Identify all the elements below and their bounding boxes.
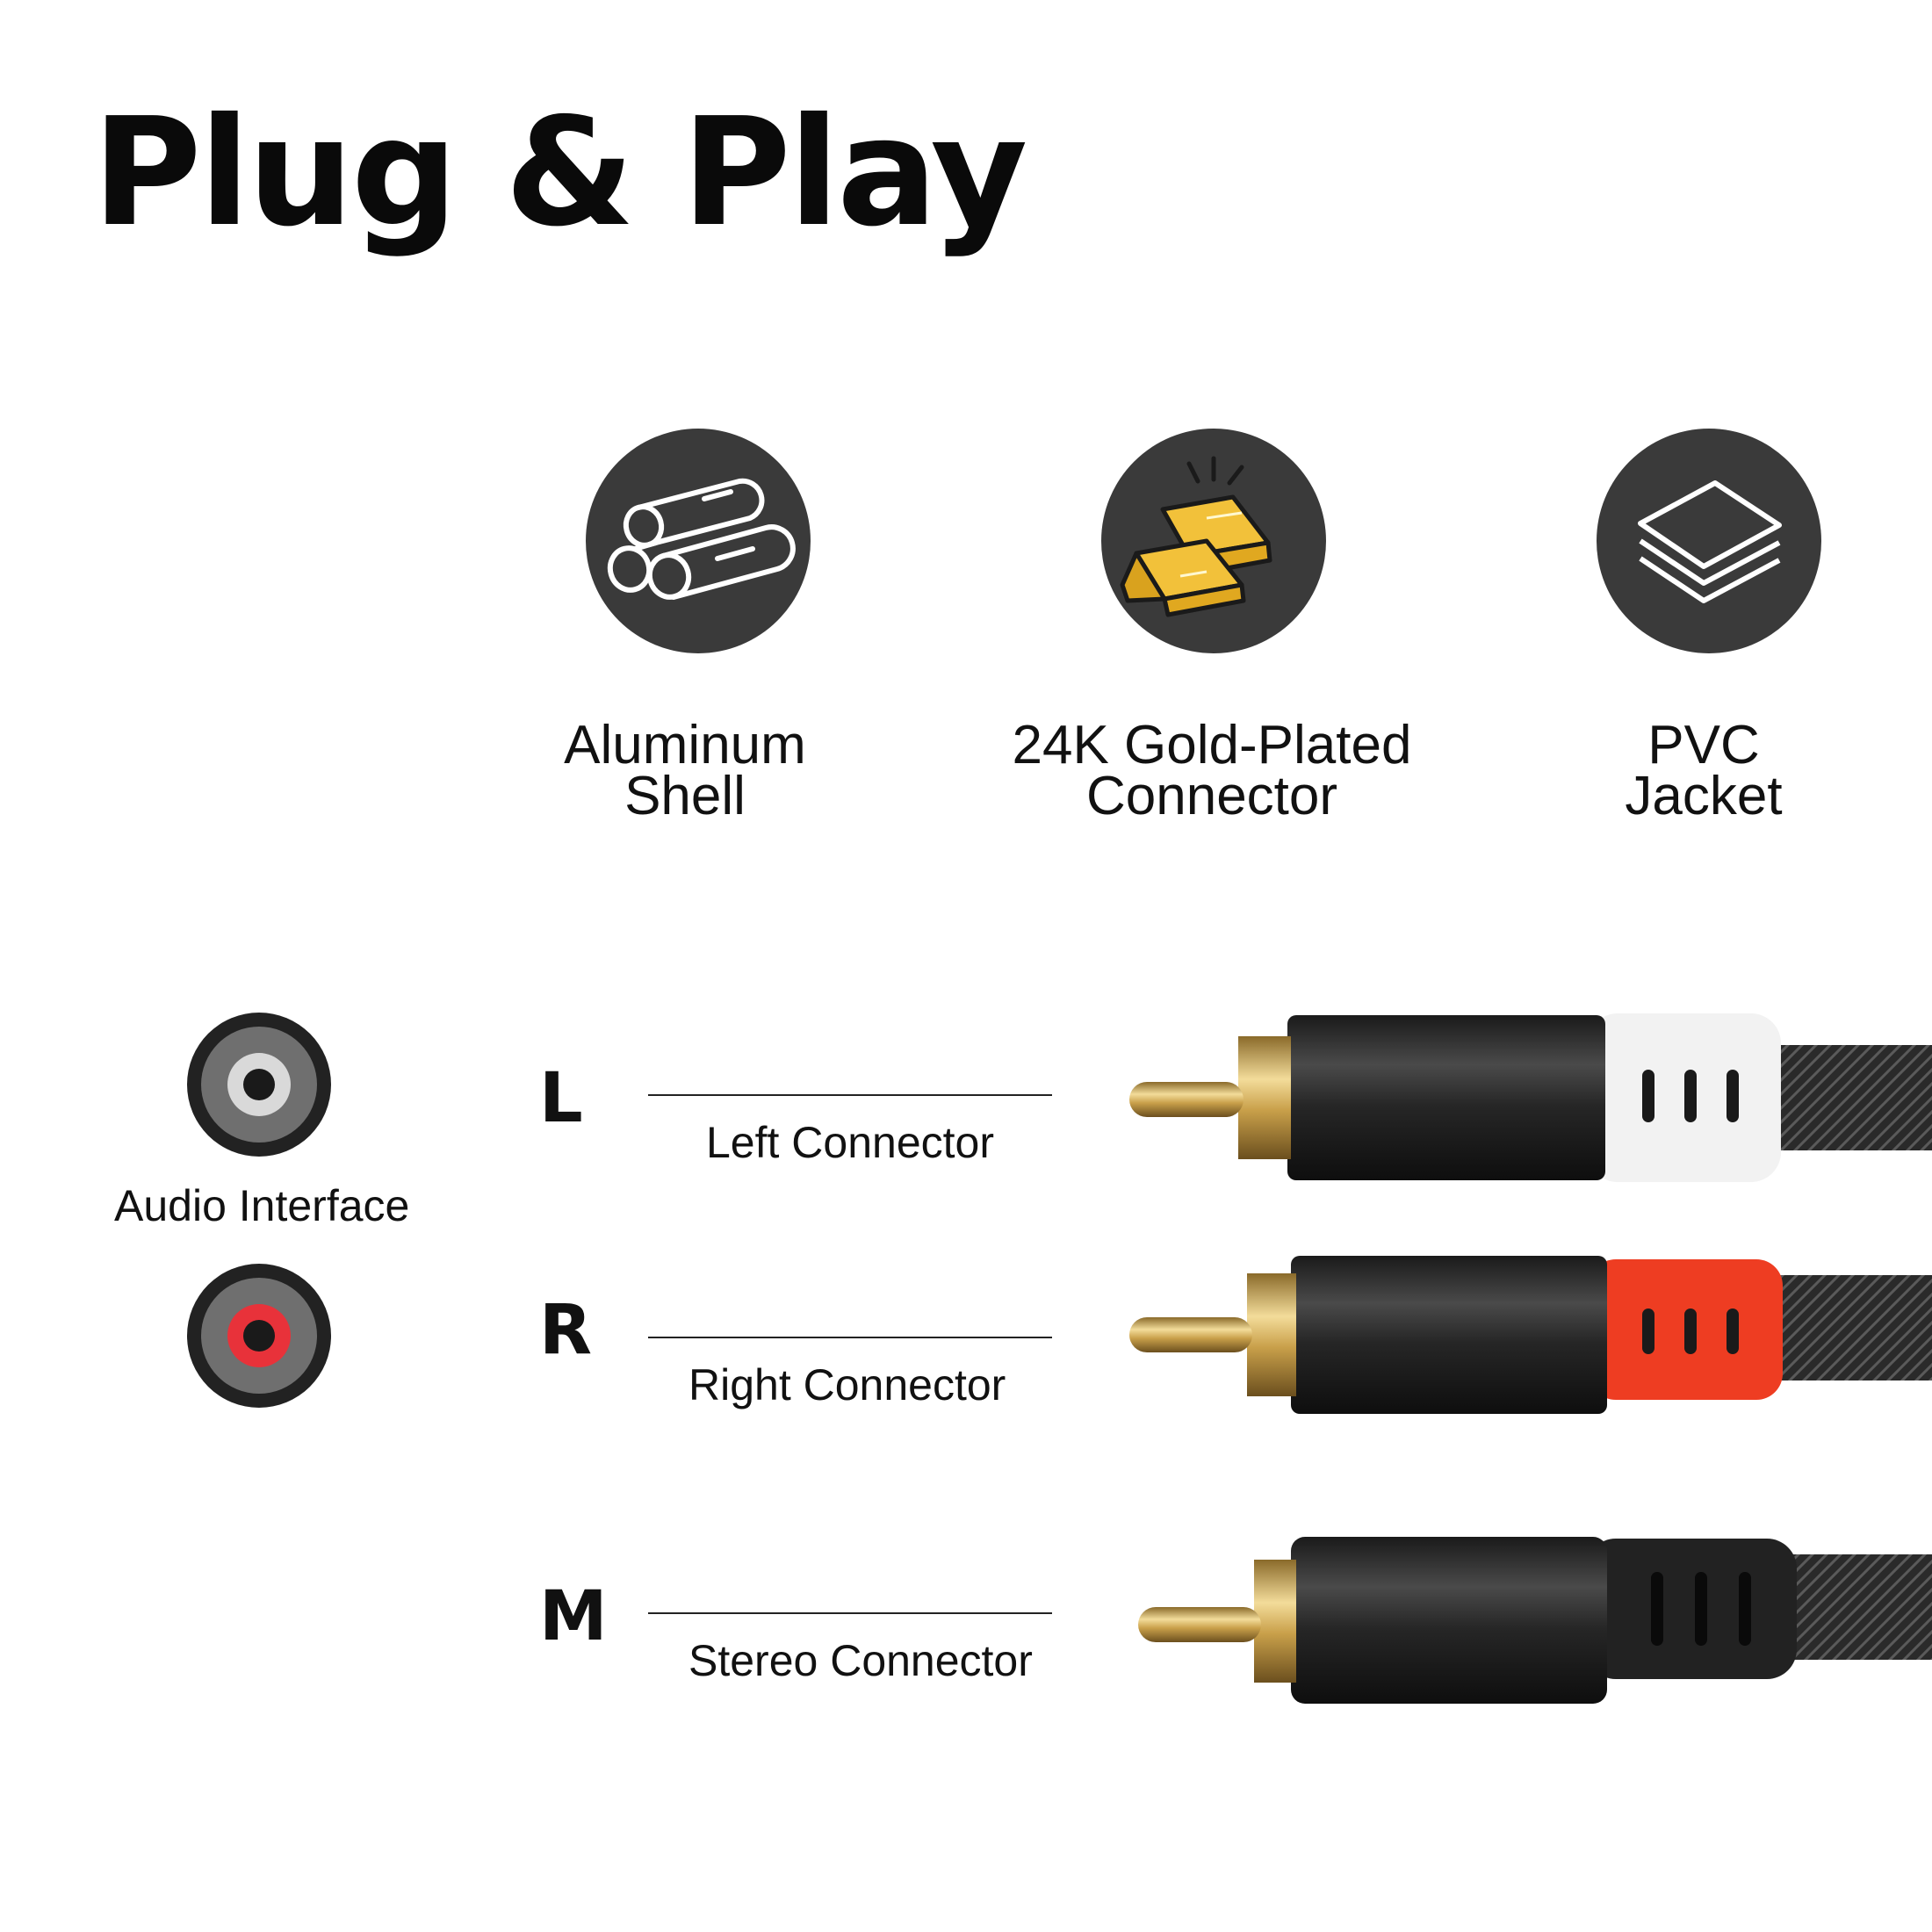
feature-label-line2: Shell xyxy=(624,766,746,826)
page-title: Plug & Play xyxy=(92,86,1027,260)
feature-label-line1: Aluminum xyxy=(564,715,806,775)
aluminum-rods-icon xyxy=(586,429,811,653)
feature-label-pvc: PVC Jacket xyxy=(1458,715,1932,826)
connector-letter-r: R xyxy=(539,1291,593,1370)
feature-label-aluminum: Aluminum Shell xyxy=(439,715,931,826)
feature-label-line2: Jacket xyxy=(1625,766,1783,826)
left-rca-plug xyxy=(1129,1013,1932,1182)
feature-label-gold: 24K Gold-Plated Connector xyxy=(966,715,1458,826)
stereo-rca-plug xyxy=(1138,1537,1932,1704)
white-rca-jack-icon xyxy=(186,1012,332,1161)
feature-label-line2: Connector xyxy=(1085,766,1338,826)
feature-label-line1: 24K Gold-Plated xyxy=(1012,715,1412,775)
leader-line xyxy=(648,1337,1052,1338)
connector-label-right: Right Connector xyxy=(688,1360,1006,1409)
connector-label-left: Left Connector xyxy=(706,1118,994,1167)
connector-letter-l: L xyxy=(539,1059,583,1138)
rca-plugs-illustration xyxy=(1129,1013,1932,1704)
feature-label-line1: PVC xyxy=(1647,715,1760,775)
red-rca-jack-icon xyxy=(186,1263,332,1412)
right-rca-plug xyxy=(1129,1256,1932,1414)
audio-interface-label: Audio Interface xyxy=(114,1181,410,1230)
gold-bars-icon xyxy=(1101,429,1326,653)
layers-icon xyxy=(1597,429,1821,653)
leader-line xyxy=(648,1094,1052,1096)
leader-line xyxy=(648,1612,1052,1614)
connector-label-stereo: Stereo Connector xyxy=(688,1636,1033,1685)
connector-letter-m: M xyxy=(539,1577,608,1656)
